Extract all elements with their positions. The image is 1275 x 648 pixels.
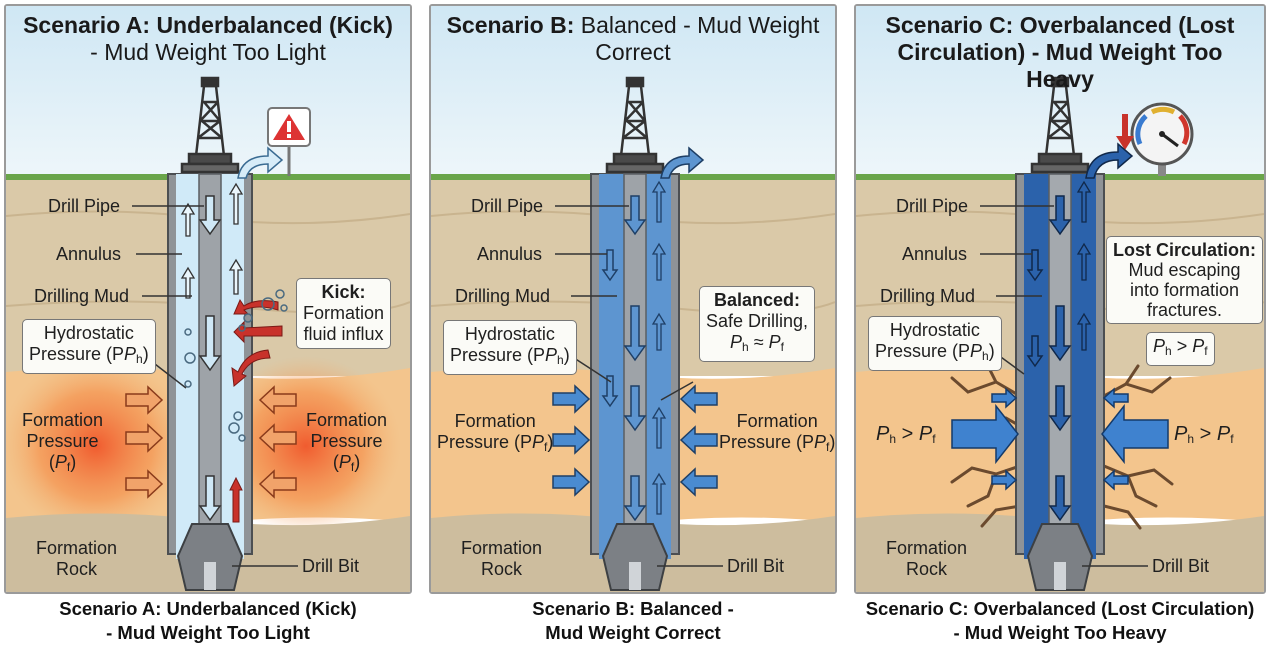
flow-arrows-up <box>180 182 244 299</box>
pressure-heat-right <box>211 356 401 536</box>
hydrostatic-pressure-callout: Hydrostatic Pressure (PPh) <box>443 320 577 375</box>
drilling-rig-icon <box>605 76 665 174</box>
return-flow-arrow <box>660 146 705 179</box>
scenario-a-panel: Scenario A: Underbalanced (Kick) - Mud W… <box>4 4 412 594</box>
label-drill-bit: Drill Bit <box>727 556 784 576</box>
label-ph-gt-pf-left: Ph > Pf <box>876 423 936 447</box>
pressure-increase-arrow <box>1116 114 1134 150</box>
scenario-b-title: Scenario B: Balanced - Mud Weight Correc… <box>446 12 820 65</box>
return-flow-arrow <box>1085 142 1134 179</box>
hydrostatic-pressure-callout: Hydrostatic Pressure (PPh) <box>868 316 1002 371</box>
label-drilling-mud: Drilling Mud <box>34 286 130 306</box>
label-formation-rock: Formation Rock <box>886 538 968 579</box>
scenario-c-title: Scenario C: Overbalanced (Lost Circulati… <box>885 12 1235 92</box>
lost-circulation-callout: Lost Circulation: Mud escaping into form… <box>1106 236 1263 324</box>
label-drill-bit: Drill Bit <box>1152 556 1209 576</box>
pressure-gauge-icon <box>1130 102 1194 176</box>
balanced-callout: Balanced: Safe Drilling, Ph ≈ Pf <box>699 286 816 362</box>
hydrostatic-pressure-callout: Hydrostatic Pressure (PPh) <box>22 319 156 374</box>
drilling-rig-icon <box>180 76 240 174</box>
label-ph-gt-pf-right: Ph > Pf <box>1174 423 1234 447</box>
drill-bit <box>176 523 244 591</box>
scenario-a-title: Scenario A: Underbalanced (Kick) - Mud W… <box>23 12 393 65</box>
drill-bit <box>1026 523 1094 591</box>
return-flow-arrow <box>237 146 284 179</box>
sky <box>6 6 410 178</box>
formation-pressure-arrows <box>125 385 297 499</box>
scenario-c-caption: Scenario C: Overbalanced (Lost Circulati… <box>865 598 1255 643</box>
leader-lines <box>132 205 298 567</box>
scenario-a-caption: Scenario A: Underbalanced (Kick) - Mud W… <box>59 598 357 643</box>
flow-arrows-up <box>651 180 667 515</box>
scenario-b-caption: Scenario B: Balanced - Mud Weight Correc… <box>532 598 734 643</box>
label-formation-rock: Formation Rock <box>461 538 543 579</box>
scenario-c-panel: Scenario C: Overbalanced (Lost Circulati… <box>854 4 1266 594</box>
kick-influx-arrows <box>229 298 283 523</box>
drill-bit <box>601 523 669 591</box>
flow-arrows-down <box>601 195 647 522</box>
label-drill-pipe: Drill Pipe <box>48 196 121 216</box>
label-formation-pressure-left: Formation Pressure (Pf) <box>22 410 104 474</box>
label-drilling-mud: Drilling Mud <box>880 286 976 306</box>
label-formation-pressure-left: Formation Pressure (PPf) <box>437 411 554 454</box>
label-drill-bit: Drill Bit <box>302 556 359 576</box>
flow-arrows-up <box>1076 180 1092 351</box>
label-drill-pipe: Drill Pipe <box>471 196 544 216</box>
label-annulus: Annulus <box>902 244 968 264</box>
gas-bubbles <box>184 289 288 442</box>
scenario-b-panel: Scenario B: Balanced - Mud Weight Correc… <box>429 4 837 594</box>
label-formation-rock: Formation Rock <box>36 538 118 579</box>
ph-gt-pf-callout: Ph > Pf <box>1146 332 1215 366</box>
label-formation-pressure-right: Formation Pressure (PPf) <box>719 411 836 454</box>
label-formation-pressure-right: Formation Pressure (Pf) <box>306 410 388 474</box>
scenario-c-diagram <box>856 6 1264 592</box>
flow-arrows-down <box>1026 195 1072 522</box>
label-drill-pipe: Drill Pipe <box>896 196 969 216</box>
label-annulus: Annulus <box>477 244 543 264</box>
label-annulus: Annulus <box>56 244 122 264</box>
balanced-pressure-arrows <box>552 384 718 497</box>
warning-icon <box>267 107 311 176</box>
scenario-a-diagram <box>6 6 410 592</box>
outward-pressure-arrows <box>951 387 1169 491</box>
label-drilling-mud: Drilling Mud <box>455 286 551 306</box>
kick-callout: Kick: Formation fluid influx <box>296 278 392 349</box>
flow-arrows-down <box>198 195 222 522</box>
drilling-rig-icon <box>1030 76 1090 174</box>
